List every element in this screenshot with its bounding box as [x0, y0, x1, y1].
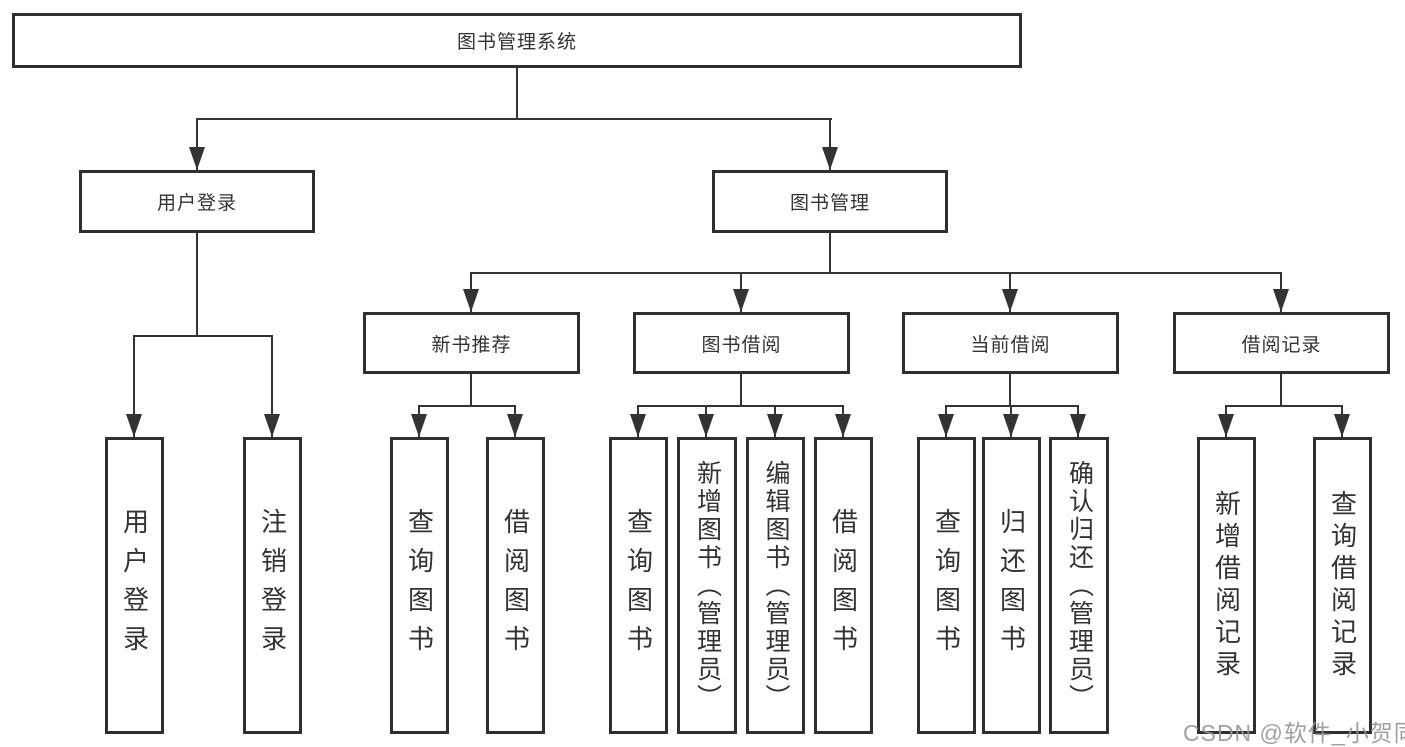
- connector-vline: [271, 335, 273, 437]
- node-label: 查询图书: [404, 507, 435, 664]
- arrow-down-icon: [1218, 414, 1234, 437]
- leaf-add-borrow-record: 新增借阅记录: [1197, 437, 1256, 734]
- connector-hline: [133, 335, 273, 337]
- node-label: 确认归还（管理员）: [1065, 459, 1094, 712]
- node-label: 借阅图书: [828, 507, 859, 664]
- node-new-book-recommendation: 新书推荐: [363, 312, 580, 374]
- connector-vline: [829, 233, 831, 274]
- arrow-down-icon: [189, 147, 205, 170]
- connector-vline: [1009, 374, 1011, 407]
- connector-hline: [945, 405, 1079, 407]
- arrow-down-icon: [938, 414, 954, 437]
- node-label: 编辑图书（管理员）: [762, 459, 790, 712]
- connector-hline: [637, 405, 844, 407]
- node-borrow-records: 借阅记录: [1173, 312, 1390, 374]
- csdn-watermark: CSDN @软件_小贺同学: [1183, 720, 1405, 746]
- node-current-borrowing: 当前借阅: [902, 312, 1119, 374]
- node-label: 借阅记录: [1241, 334, 1322, 356]
- arrow-down-icon: [630, 414, 646, 437]
- arrow-down-icon: [463, 289, 479, 312]
- node-user-login: 用户登录: [79, 170, 315, 233]
- node-label: 新增图书（管理员）: [693, 459, 722, 712]
- node-label: 新书推荐: [431, 334, 512, 356]
- connector-hline: [196, 118, 832, 120]
- leaf-user-login: 用户登录: [105, 437, 164, 734]
- leaf-query-books-borrowing: 查询图书: [609, 437, 668, 734]
- arrow-down-icon: [767, 414, 783, 437]
- connector-vline: [470, 374, 472, 407]
- leaf-query-borrow-record: 查询借阅记录: [1313, 437, 1372, 734]
- leaf-add-books-admin: 新增图书（管理员）: [677, 437, 737, 734]
- arrow-down-icon: [1002, 289, 1018, 312]
- leaf-logout-login: 注销登录: [243, 437, 302, 734]
- node-label: 查询借阅记录: [1327, 489, 1358, 682]
- connector-vline: [196, 233, 198, 337]
- connector-vline: [829, 118, 831, 170]
- node-label: 查询图书: [623, 507, 654, 664]
- leaf-borrow-books-borrowing: 借阅图书: [814, 437, 873, 734]
- arrow-down-icon: [733, 289, 749, 312]
- node-label: 用户登录: [119, 507, 150, 664]
- leaf-borrow-books-recommend: 借阅图书: [486, 437, 545, 734]
- arrow-down-icon: [698, 414, 714, 437]
- leaf-query-books-current: 查询图书: [917, 437, 976, 734]
- node-label: 当前借阅: [970, 334, 1051, 356]
- arrow-down-icon: [822, 147, 838, 170]
- arrow-down-icon: [1273, 289, 1289, 312]
- node-root-system: 图书管理系统: [12, 13, 1022, 68]
- arrow-down-icon: [1070, 414, 1086, 437]
- connector-vline: [516, 68, 518, 119]
- node-label: 新增借阅记录: [1211, 489, 1242, 682]
- arrow-down-icon: [835, 414, 851, 437]
- connector-vline: [1280, 374, 1282, 407]
- arrow-down-icon: [411, 414, 427, 437]
- connector-hline: [418, 405, 516, 407]
- node-book-borrowing: 图书借阅: [633, 312, 850, 374]
- arrow-down-icon: [1003, 414, 1019, 437]
- connector-hline: [470, 272, 1282, 274]
- leaf-return-books: 归还图书: [982, 437, 1041, 734]
- node-book-management: 图书管理: [712, 170, 948, 233]
- arrow-down-icon: [507, 414, 523, 437]
- leaf-query-books-recommend: 查询图书: [390, 437, 449, 734]
- connector-hline: [1225, 405, 1343, 407]
- node-label: 用户登录: [156, 193, 237, 214]
- node-label: 查询图书: [931, 507, 962, 664]
- arrow-down-icon: [1334, 414, 1350, 437]
- node-label: 注销登录: [257, 507, 288, 664]
- node-label: 图书借阅: [701, 334, 782, 356]
- node-label: 图书管理: [789, 193, 870, 214]
- leaf-edit-books-admin: 编辑图书（管理员）: [746, 437, 805, 734]
- node-label: 归还图书: [996, 507, 1027, 664]
- connector-vline: [196, 118, 198, 170]
- node-label: 图书管理系统: [456, 32, 577, 53]
- connector-vline: [740, 374, 742, 407]
- arrow-down-icon: [126, 414, 142, 437]
- arrow-down-icon: [264, 414, 280, 437]
- node-label: 借阅图书: [500, 507, 531, 664]
- leaf-confirm-return-admin: 确认归还（管理员）: [1049, 437, 1109, 734]
- connector-vline: [133, 335, 135, 437]
